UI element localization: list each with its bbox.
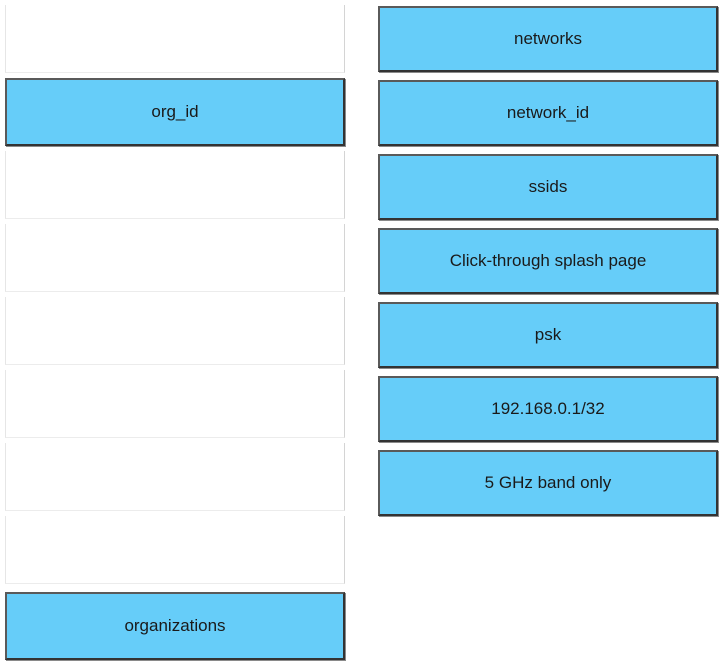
option-5ghz-band-only[interactable]: 5 GHz band only bbox=[378, 450, 718, 516]
drop-slot-8[interactable] bbox=[5, 516, 345, 584]
drop-slot-9[interactable]: organizations bbox=[5, 592, 345, 660]
drop-slot-6[interactable] bbox=[5, 370, 345, 438]
option-click-through-splash-page[interactable]: Click-through splash page bbox=[378, 228, 718, 294]
drop-slot-3[interactable] bbox=[5, 151, 345, 219]
option-network-id[interactable]: network_id bbox=[378, 80, 718, 146]
option-ssids[interactable]: ssids bbox=[378, 154, 718, 220]
drop-slot-1[interactable] bbox=[5, 5, 345, 73]
option-psk[interactable]: psk bbox=[378, 302, 718, 368]
drop-slot-7[interactable] bbox=[5, 443, 345, 511]
option-ip-address[interactable]: 192.168.0.1/32 bbox=[378, 376, 718, 442]
option-networks[interactable]: networks bbox=[378, 6, 718, 72]
drop-slot-4[interactable] bbox=[5, 224, 345, 292]
drop-slot-2[interactable]: org_id bbox=[5, 78, 345, 146]
drop-slot-5[interactable] bbox=[5, 297, 345, 365]
